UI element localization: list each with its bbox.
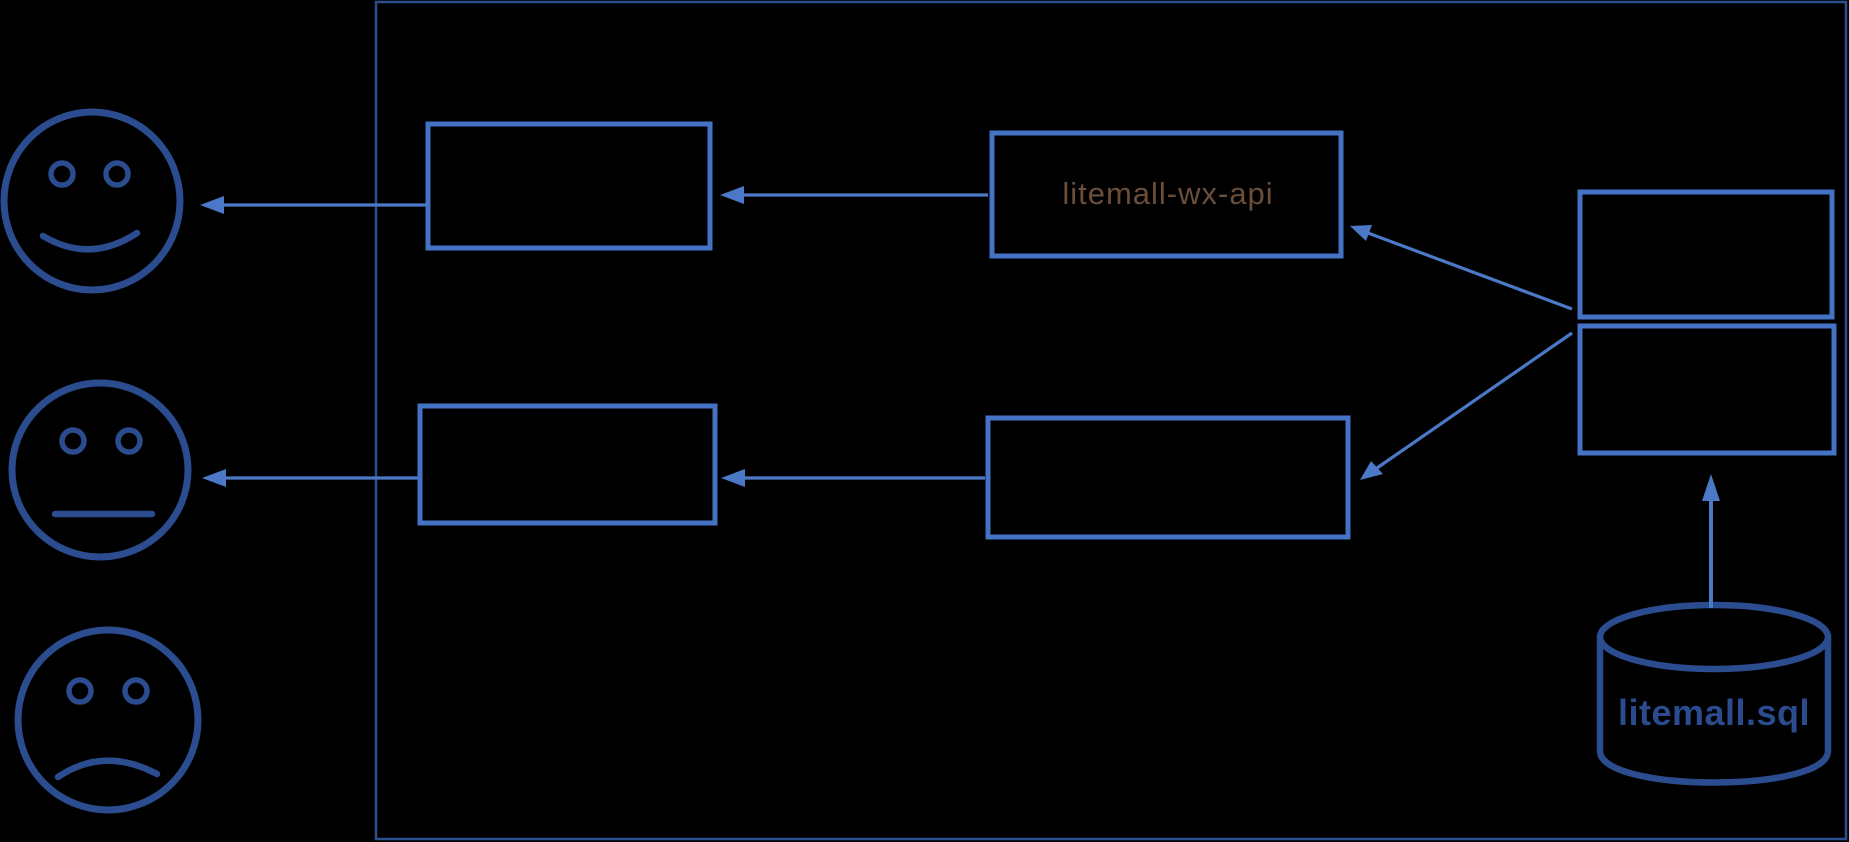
database-label: litemall.sql (1618, 692, 1810, 733)
backend-box-top (1577, 189, 1835, 320)
arrow-database-to-backend (1702, 474, 1720, 608)
arrow-backend-to-adminapi (1360, 331, 1573, 480)
admin-api-box (985, 415, 1351, 540)
database-icon (1596, 601, 1832, 786)
arrow-wxapi-to-wxclient (720, 186, 988, 204)
arrow-wxclient-to-happy-user (200, 196, 428, 214)
wx-api-box (989, 130, 1344, 259)
wx-client-box (425, 121, 713, 251)
neutral-face-icon (8, 379, 192, 561)
wx-api-box-label: litemall-wx-api (1062, 176, 1273, 211)
arrow-adminapi-to-adminclient (721, 469, 985, 487)
system-boundary-frame (374, 0, 1848, 841)
happy-face-icon (0, 108, 184, 294)
arrow-adminclient-to-neutral-user (202, 469, 418, 487)
backend-box-bottom (1577, 323, 1837, 456)
arrow-backend-to-wxapi (1350, 225, 1573, 311)
sad-face-icon (14, 626, 202, 814)
admin-client-box (417, 403, 718, 526)
